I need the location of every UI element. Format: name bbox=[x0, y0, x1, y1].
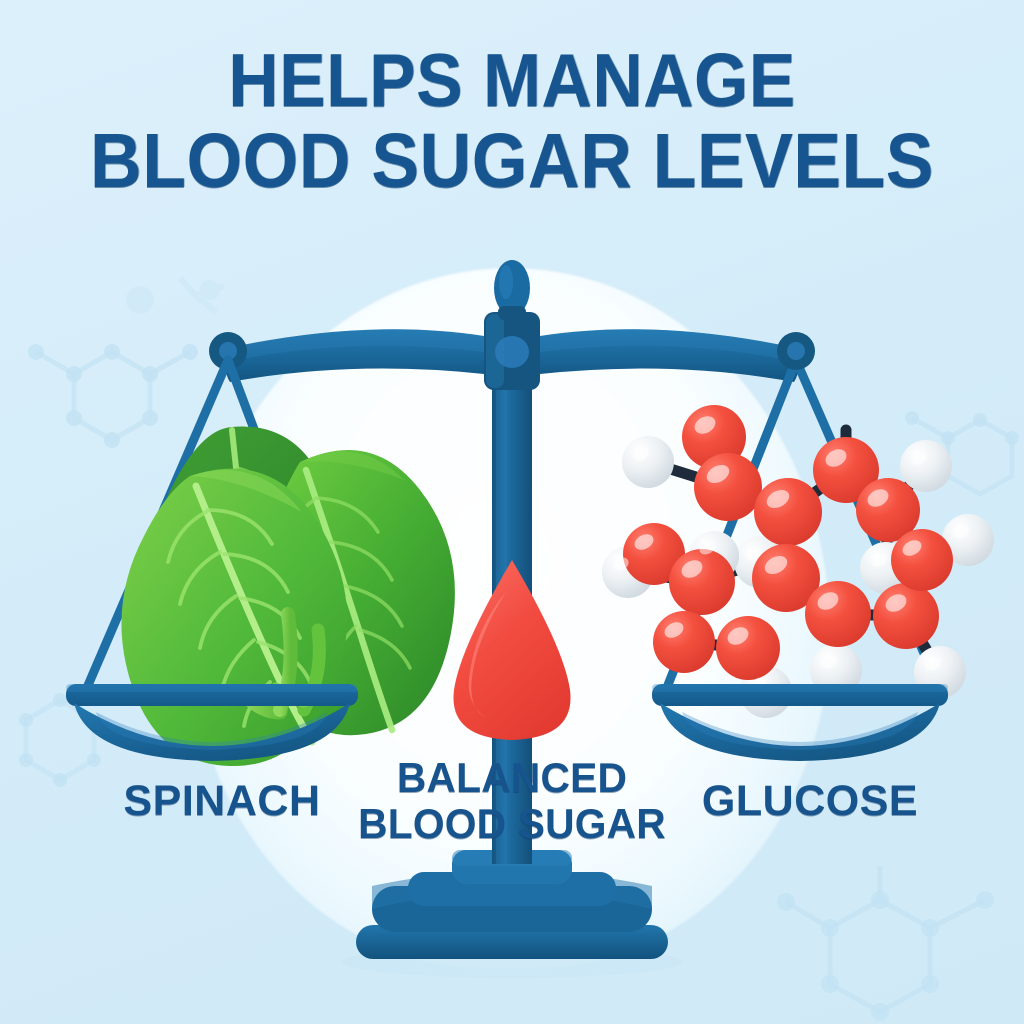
label-center-line-2: BLOOD SUGAR bbox=[358, 800, 666, 847]
page-title: HELPS MANAGE BLOOD SUGAR LEVELS bbox=[0, 38, 1024, 204]
scale-beam bbox=[225, 260, 799, 390]
blood-drop bbox=[453, 560, 571, 740]
label-spinach: SPINACH bbox=[123, 777, 321, 825]
title-line-2: BLOOD SUGAR LEVELS bbox=[90, 117, 934, 204]
glucose-molecule bbox=[602, 405, 994, 718]
scale-base bbox=[356, 850, 668, 959]
label-balanced-blood-sugar: BALANCED BLOOD SUGAR bbox=[332, 757, 692, 845]
label-glucose: GLUCOSE bbox=[701, 777, 919, 825]
label-center-line-1: BALANCED bbox=[396, 754, 628, 801]
atom-highlights bbox=[613, 416, 969, 691]
right-pan bbox=[652, 684, 948, 761]
title-line-1: HELPS MANAGE bbox=[228, 38, 796, 122]
beam-pivot-dot bbox=[495, 336, 529, 368]
spinach-leaves bbox=[121, 426, 455, 767]
red-atoms bbox=[623, 405, 953, 680]
left-pan bbox=[66, 684, 358, 761]
